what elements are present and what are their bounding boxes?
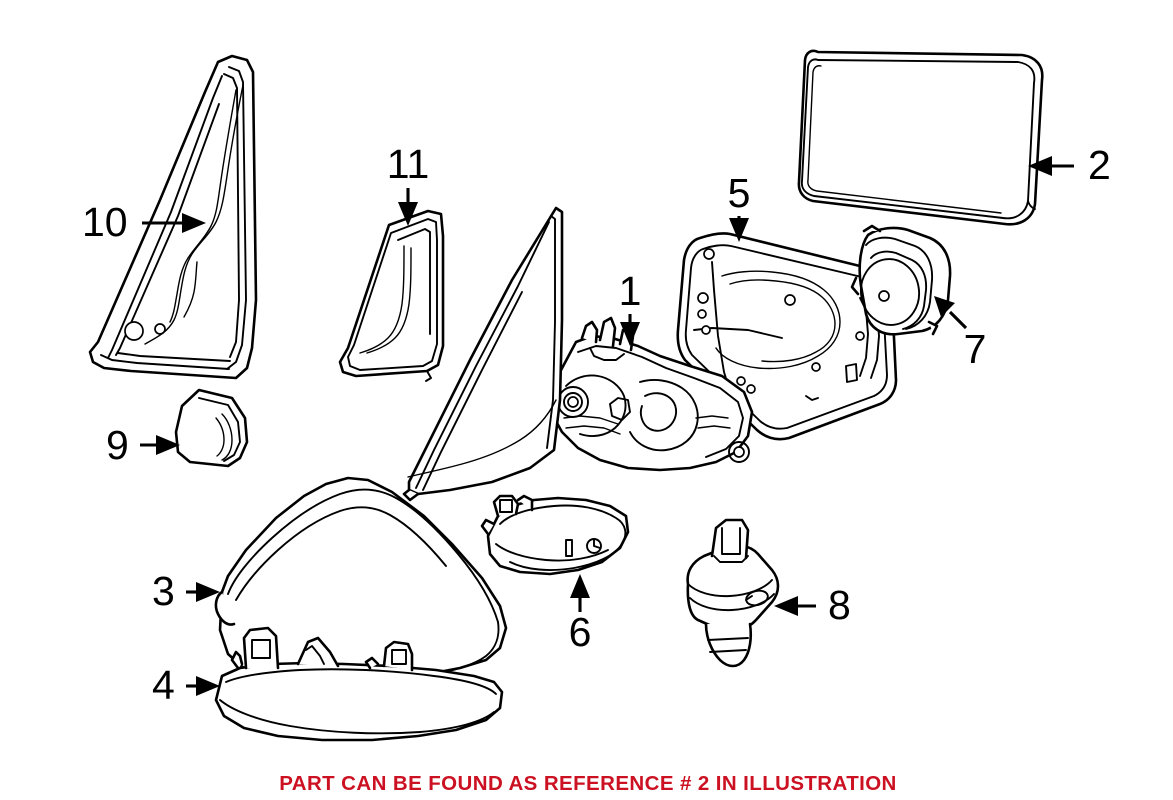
callout-5-arrowhead	[729, 218, 749, 242]
part-9-small-wedge-cover[interactable]	[174, 388, 249, 468]
callout-6[interactable]: 6	[569, 574, 592, 655]
callout-6-label: 6	[569, 609, 592, 655]
part-10-sail-panel-gasket[interactable]	[88, 54, 258, 380]
callout-9-arrowhead	[156, 435, 180, 455]
callout-10-label: 10	[82, 199, 128, 245]
callout-2-label: 2	[1088, 142, 1111, 188]
callout-3[interactable]: 3	[152, 568, 220, 614]
callout-7-leader	[948, 310, 968, 330]
callout-9[interactable]: 9	[106, 422, 180, 468]
callout-1-arrowhead	[620, 322, 640, 346]
callout-3-label: 3	[152, 568, 175, 614]
mirror-sail-mount-base[interactable]	[402, 206, 564, 502]
callout-8[interactable]: 8	[774, 582, 851, 628]
callout-6-arrowhead	[570, 574, 590, 598]
callout-10[interactable]: 10	[82, 199, 206, 245]
callout-8-label: 8	[828, 582, 851, 628]
callout-2-arrowhead	[1028, 156, 1052, 176]
callout-4[interactable]: 4	[152, 662, 220, 708]
callout-7-label: 7	[964, 326, 987, 372]
callout-5[interactable]: 5	[728, 170, 751, 242]
callout-8-arrowhead	[774, 596, 798, 616]
part-2-mirror-glass[interactable]	[797, 49, 1044, 226]
callout-10-arrowhead	[182, 213, 206, 233]
callout-2[interactable]: 2	[1028, 142, 1111, 188]
callout-5-label: 5	[728, 170, 751, 216]
callout-4-arrowhead	[196, 676, 220, 696]
callout-1-label: 1	[619, 268, 642, 314]
callout-11[interactable]: 11	[387, 141, 430, 226]
callout-9-label: 9	[106, 422, 129, 468]
part-7-turn-signal-lamp-module[interactable]	[850, 224, 952, 336]
callout-11-label: 11	[387, 141, 430, 187]
part-4-lower-housing-trim[interactable]	[214, 626, 504, 742]
callout-1[interactable]: 1	[619, 268, 642, 346]
reference-caption: PART CAN BE FOUND AS REFERENCE # 2 IN IL…	[279, 772, 897, 795]
part-1-mirror-actuator-motor[interactable]	[518, 316, 754, 472]
callout-4-label: 4	[152, 662, 175, 708]
callout-7-arrowhead	[934, 296, 955, 317]
part-11-triangular-trim-cover[interactable]	[338, 209, 445, 382]
callout-7[interactable]: 7	[934, 296, 986, 372]
part-6-mounting-bracket[interactable]	[480, 494, 630, 576]
callout-3-arrowhead	[196, 582, 220, 602]
part-8-pivot-base[interactable]	[686, 518, 780, 668]
callout-11-arrowhead	[398, 202, 418, 226]
